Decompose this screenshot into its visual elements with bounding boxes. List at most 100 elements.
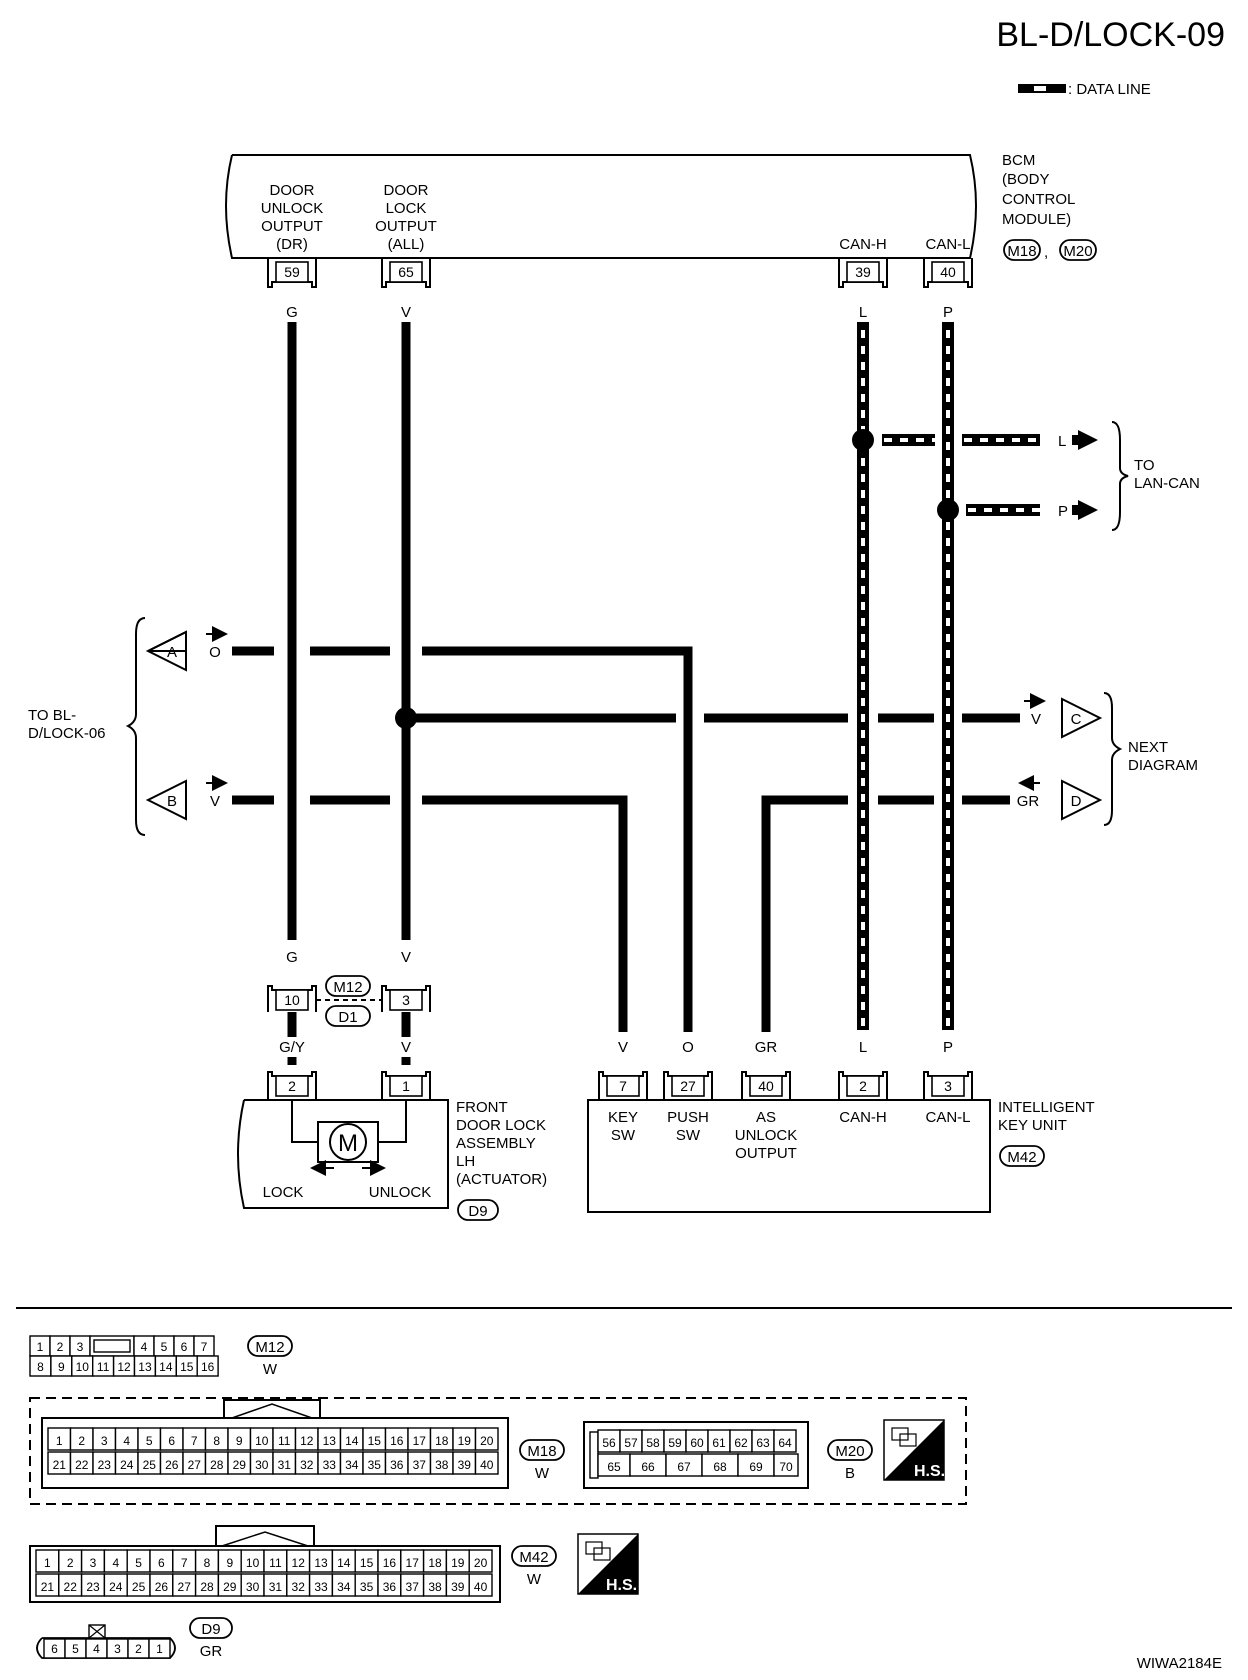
svg-text:M20: M20 <box>835 1443 864 1460</box>
svg-text:A: A <box>167 644 177 661</box>
svg-text:G/Y: G/Y <box>279 1039 305 1056</box>
svg-text:DIAGRAM: DIAGRAM <box>1128 757 1198 774</box>
pin-number: 38 <box>428 1580 442 1594</box>
svg-text:D/LOCK-06: D/LOCK-06 <box>28 725 106 742</box>
svg-text:CONTROL: CONTROL <box>1002 191 1075 208</box>
svg-text:INTELLIGENT: INTELLIGENT <box>998 1099 1095 1116</box>
right-ref-d: GR D <box>1017 775 1103 821</box>
svg-text:,: , <box>1044 244 1048 261</box>
svg-text:C: C <box>1071 711 1082 728</box>
pin-number: 31 <box>278 1458 292 1472</box>
pin-number: 36 <box>390 1458 404 1472</box>
svg-text:D1: D1 <box>338 1009 357 1026</box>
svg-text:(ACTUATOR): (ACTUATOR) <box>456 1171 547 1188</box>
svg-text:UNLOCK: UNLOCK <box>369 1184 432 1201</box>
pin-number: 40 <box>480 1458 494 1472</box>
top-wire-colors: G V L P <box>286 304 953 321</box>
pin-number: 35 <box>368 1458 382 1472</box>
pin-number: 1 <box>156 1642 163 1656</box>
svg-text:(BODY: (BODY <box>1002 171 1050 188</box>
svg-text:M42: M42 <box>519 1549 548 1566</box>
svg-text:59: 59 <box>284 264 300 280</box>
bcm-terminal-labels: DOOR UNLOCK OUTPUT (DR) DOOR LOCK OUTPUT… <box>261 182 971 253</box>
pin-number: 32 <box>292 1580 306 1594</box>
pin-number: 8 <box>204 1556 211 1570</box>
pin-number: 9 <box>236 1434 243 1448</box>
pin-number: 32 <box>300 1458 314 1472</box>
pin-number: 29 <box>223 1580 237 1594</box>
pin-number: 69 <box>749 1460 763 1474</box>
pin-number: 27 <box>188 1458 202 1472</box>
pin-number: 29 <box>233 1458 247 1472</box>
svg-text:10: 10 <box>284 992 300 1008</box>
svg-text:G: G <box>286 949 298 966</box>
pin-number: 4 <box>123 1434 130 1448</box>
svg-text:GR: GR <box>200 1643 223 1660</box>
pin-number: 1 <box>44 1556 51 1570</box>
svg-text:DOOR: DOOR <box>270 182 315 199</box>
pin-number: 62 <box>734 1436 748 1450</box>
pin-number: 10 <box>246 1556 260 1570</box>
bcm-connector-group <box>29 1397 967 1505</box>
footer-code: WIWA2184E <box>1137 1655 1222 1672</box>
pin-number: 9 <box>58 1360 65 1374</box>
motor-icon <box>329 1123 367 1161</box>
svg-text:CAN-L: CAN-L <box>925 236 970 253</box>
connector-m20-label: M20 B <box>827 1439 873 1482</box>
svg-text:V: V <box>618 1039 628 1056</box>
svg-text:TO BL-: TO BL- <box>28 707 76 724</box>
data-line-legend: : DATA LINE <box>1018 81 1151 98</box>
svg-text:: DATA LINE: : DATA LINE <box>1068 81 1151 98</box>
svg-text:V: V <box>210 793 220 810</box>
left-ref-b: B V <box>145 775 228 821</box>
pin-number: 15 <box>180 1360 194 1374</box>
pin-number: 20 <box>480 1434 494 1448</box>
svg-text:P: P <box>943 1039 953 1056</box>
pin-number: 27 <box>178 1580 192 1594</box>
svg-text:3: 3 <box>944 1078 952 1094</box>
svg-text:LH: LH <box>456 1153 475 1170</box>
hs-icon: H.S. <box>577 1533 639 1595</box>
pin-number: 21 <box>41 1580 55 1594</box>
pin-number: 10 <box>255 1434 269 1448</box>
pin-number: 6 <box>158 1556 165 1570</box>
pin-number: 21 <box>53 1458 67 1472</box>
wire-o-horizontal <box>232 646 693 1032</box>
svg-text:M12: M12 <box>333 979 362 996</box>
svg-text:OUTPUT: OUTPUT <box>261 218 323 235</box>
svg-text:L: L <box>859 304 867 321</box>
pin-number: 38 <box>435 1458 449 1472</box>
left-ref-a: A O <box>145 626 228 672</box>
svg-text:G: G <box>286 304 298 321</box>
pin-number: 35 <box>360 1580 374 1594</box>
pin-number: 16 <box>201 1360 215 1374</box>
pin-number: 20 <box>474 1556 488 1570</box>
svg-text:7: 7 <box>619 1078 627 1094</box>
svg-text:O: O <box>682 1039 694 1056</box>
pin-number: 24 <box>109 1580 123 1594</box>
svg-text:D9: D9 <box>201 1621 220 1638</box>
pin-number: 5 <box>161 1340 168 1354</box>
svg-text:AS: AS <box>756 1109 776 1126</box>
pin-number: 25 <box>132 1580 146 1594</box>
pin-number: 34 <box>337 1580 351 1594</box>
svg-text:40: 40 <box>940 264 956 280</box>
svg-text:CAN-H: CAN-H <box>839 236 887 253</box>
pin-number: 6 <box>181 1340 188 1354</box>
pin-number: 14 <box>337 1556 351 1570</box>
pin-number: 5 <box>146 1434 153 1448</box>
pin-number: 61 <box>712 1436 726 1450</box>
pin-number: 25 <box>143 1458 157 1472</box>
svg-text:V: V <box>401 949 411 966</box>
connector-m18-label: M18 W <box>519 1439 565 1482</box>
hs-icon: H.S. <box>883 1419 945 1481</box>
pin-number: 16 <box>383 1556 397 1570</box>
pin-number: 67 <box>677 1460 691 1474</box>
pin-number: 60 <box>690 1436 704 1450</box>
pin-number: 37 <box>406 1580 420 1594</box>
pin-number: 8 <box>37 1360 44 1374</box>
connector-m12-label: M12 W <box>247 1335 293 1378</box>
actuator-box: 2 1 M LOCK UNLOCK <box>237 1071 449 1209</box>
lan-can-label: TO LAN-CAN <box>1134 457 1200 492</box>
